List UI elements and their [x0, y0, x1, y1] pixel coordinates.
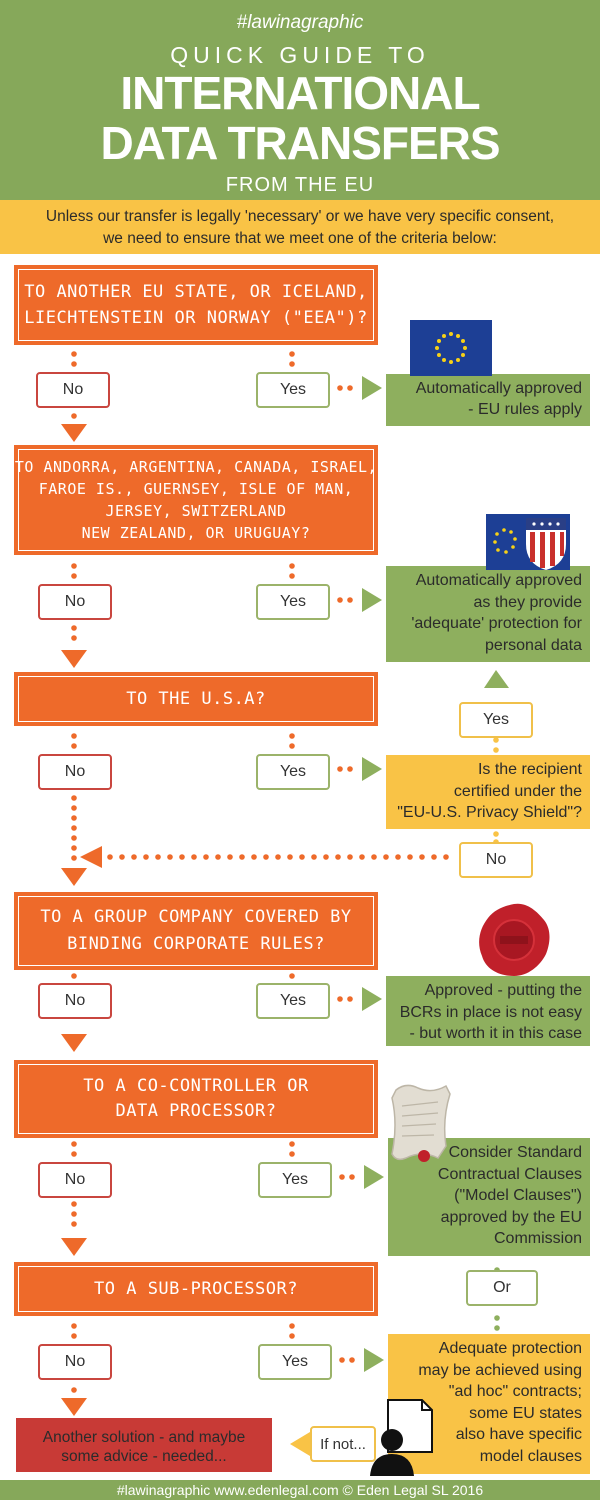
eu-flag-icon: [410, 320, 492, 376]
yes-button-usa[interactable]: Yes: [256, 754, 330, 790]
yes-button-bcr[interactable]: Yes: [256, 983, 330, 1019]
page-subtitle: QUICK GUIDE TO: [170, 42, 430, 68]
outcome-eu-rules: Automatically approved - EU rules apply: [386, 374, 590, 426]
eu-us-flag-icon: [486, 514, 570, 570]
question-co-controller: TO A CO-CONTROLLER OR DATA PROCESSOR?: [14, 1060, 378, 1138]
yes-button-co-controller[interactable]: Yes: [258, 1162, 332, 1198]
no-button-usa[interactable]: No: [38, 754, 112, 790]
yes-button-adequate[interactable]: Yes: [256, 584, 330, 620]
question-eea: TO ANOTHER EU STATE, OR ICELAND, LIECHTE…: [14, 265, 378, 345]
question-privacy-shield: Is the recipient certified under the "EU…: [386, 755, 590, 829]
footer-credits: #lawinagraphic www.edenlegal.com © Eden …: [0, 1480, 600, 1500]
question-sub-processor: TO A SUB-PROCESSOR?: [14, 1262, 378, 1316]
intro-line1: Unless our transfer is legally 'necessar…: [45, 208, 555, 225]
header-banner: #lawinagraphic QUICK GUIDE TO INTERNATIO…: [0, 0, 600, 200]
no-button-sub-processor[interactable]: No: [38, 1344, 112, 1380]
hashtag: #lawinagraphic: [236, 12, 364, 33]
no-button-bcr[interactable]: No: [38, 983, 112, 1019]
no-button-adequate[interactable]: No: [38, 584, 112, 620]
wax-seal-icon: [479, 903, 550, 976]
outcome-adequate-protection: Automatically approved as they provide '…: [386, 566, 590, 662]
question-bcr: TO A GROUP COMPANY COVERED BY BINDING CO…: [14, 892, 378, 970]
page-title-line2: DATA TRANSFERS: [100, 117, 500, 169]
or-button[interactable]: Or: [466, 1270, 538, 1306]
page-title-line1: INTERNATIONAL: [120, 67, 480, 119]
no-button-co-controller[interactable]: No: [38, 1162, 112, 1198]
person-document-icon: [370, 1399, 433, 1476]
outcome-model-clauses: Consider Standard Contractual Clauses ("…: [388, 1138, 590, 1256]
outcome-bcr: Approved - putting the BCRs in place is …: [386, 976, 590, 1046]
question-usa: TO THE U.S.A?: [14, 672, 378, 726]
scroll-icon: [391, 1084, 451, 1162]
yes-button-privacy-shield[interactable]: Yes: [459, 702, 533, 738]
if-not-button[interactable]: If not...: [310, 1426, 376, 1462]
question-adequate-countries: TO ANDORRA, ARGENTINA, CANADA, ISRAEL, F…: [14, 445, 378, 555]
intro-line2: we need to ensure that we meet one of th…: [103, 230, 497, 247]
title-from: FROM THE EU: [225, 174, 375, 196]
no-button-privacy-shield[interactable]: No: [459, 842, 533, 878]
outcome-another-solution: Another solution - and maybe some advice…: [16, 1418, 272, 1472]
yes-button-sub-processor[interactable]: Yes: [258, 1344, 332, 1380]
yes-button-eea[interactable]: Yes: [256, 372, 330, 408]
no-button-eea[interactable]: No: [36, 372, 110, 408]
intro-banner: Unless our transfer is legally 'necessar…: [0, 200, 600, 254]
